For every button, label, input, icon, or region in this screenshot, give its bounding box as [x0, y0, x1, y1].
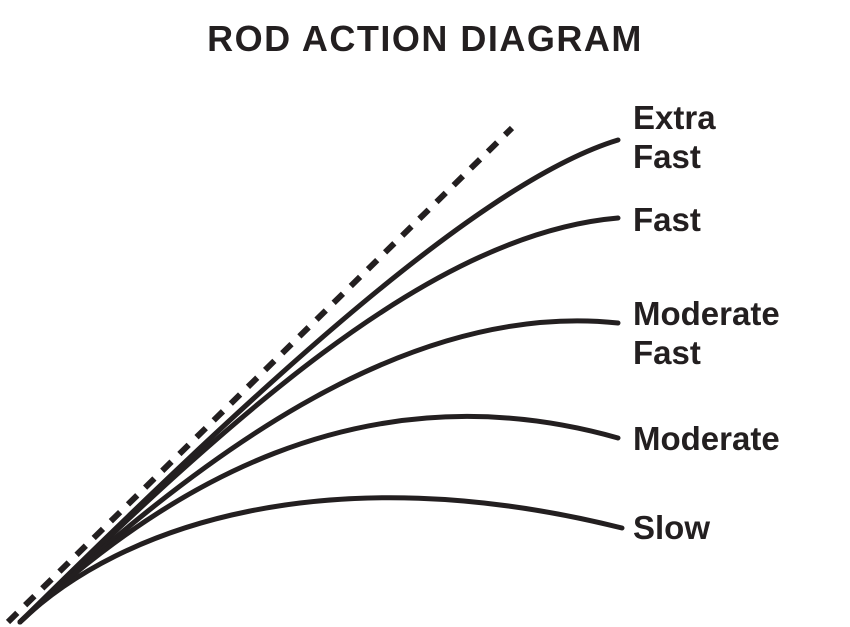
- label-extra-fast: Extra Fast: [633, 99, 716, 175]
- label-slow: Slow: [633, 509, 711, 546]
- label-moderate-fast: Moderate Fast: [633, 295, 780, 371]
- curve-slow: [17, 495, 625, 625]
- label-fast: Fast: [633, 201, 701, 238]
- curve-extra-fast: [17, 137, 621, 625]
- diagram-title: ROD ACTION DIAGRAM: [207, 18, 643, 59]
- curve-moderate-fast: [17, 318, 621, 625]
- curve-fast: [17, 215, 621, 625]
- rod-reference-dashed-line: [5, 125, 515, 625]
- curve-moderate: [17, 414, 621, 625]
- label-moderate: Moderate: [633, 420, 780, 457]
